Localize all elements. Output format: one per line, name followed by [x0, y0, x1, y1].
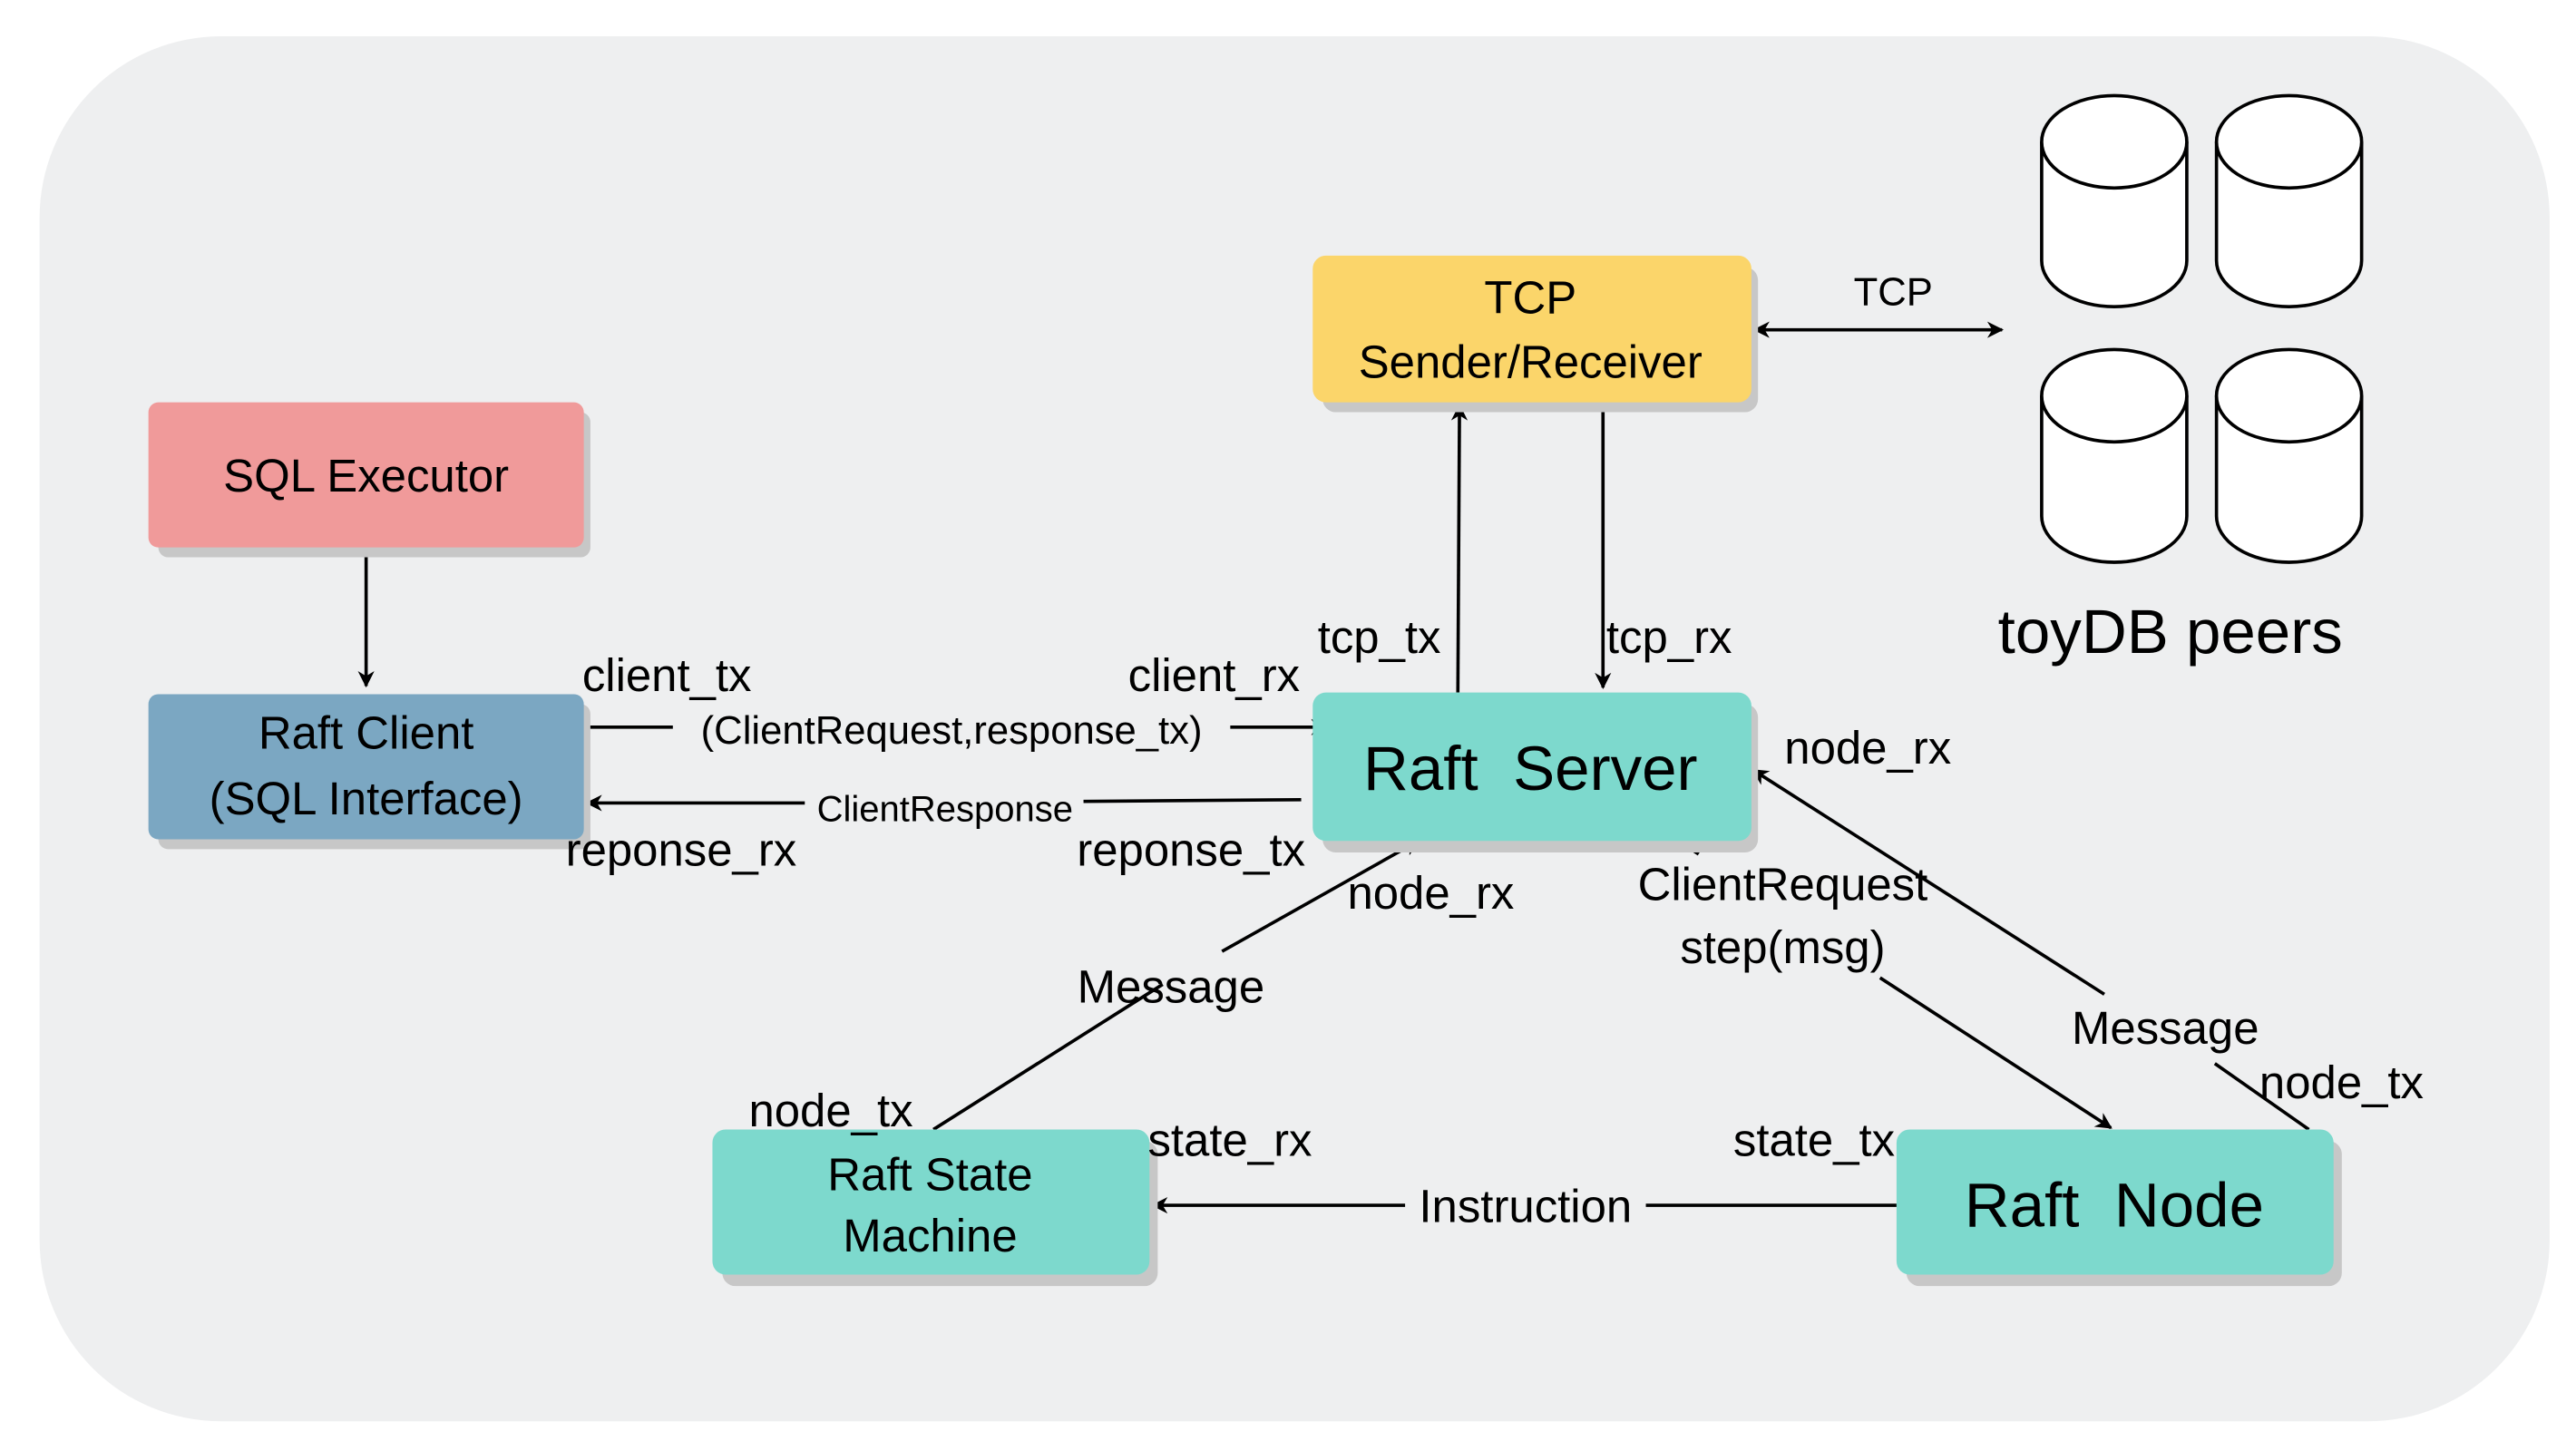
tcp-label-line-1: TCP — [1484, 271, 1576, 323]
client-request-label: (ClientRequest,response_tx) — [701, 709, 1203, 753]
tcp-link-label: TCP — [1854, 270, 1933, 314]
reponse-tx-label: reponse_tx — [1077, 824, 1305, 876]
client-tx-label: client_tx — [582, 649, 752, 701]
client-request-step-label-line-2: step(msg) — [1680, 921, 1885, 973]
raft-node-tx-label: node_tx — [2259, 1057, 2424, 1108]
raft-server-label: Raft Server — [1363, 733, 1698, 803]
server-node-rx-right-label: node_rx — [1784, 722, 1951, 774]
state-node-tx-label: node_tx — [748, 1085, 912, 1136]
tcp-tx-arrow — [1450, 404, 1469, 693]
instruction-label: Instruction — [1419, 1180, 1632, 1232]
database-cylinder-icon — [2040, 93, 2189, 308]
state-rx-label: state_rx — [1147, 1115, 1312, 1166]
raft-client-label-line-2: (SQL Interface) — [210, 773, 523, 824]
raft-state-machine-box: Raft State Machine — [712, 1129, 1158, 1287]
tcp-rx-label: tcp_rx — [1606, 611, 1732, 663]
node-message-arrow-line-2 — [1751, 768, 2105, 996]
database-cylinder-icon — [2214, 347, 2364, 564]
client-response-arrow-line-2 — [1083, 798, 1302, 803]
state-message-arrow-line-1 — [932, 982, 1164, 1131]
raft-client-box: Raft Client (SQL Interface) — [148, 694, 590, 850]
message-right-label: Message — [2072, 1002, 2259, 1054]
raft-state-machine-label-line-1: Raft State — [827, 1149, 1032, 1201]
raft-server-box: Raft Server — [1312, 692, 1759, 852]
toydb-peers-group — [2040, 93, 2364, 564]
sql-executor-label: SQL Executor — [223, 450, 509, 502]
client-rx-label: client_rx — [1128, 649, 1301, 701]
node-message-arrow-line-1 — [2213, 1062, 2310, 1131]
tcp-tx-label: tcp_tx — [1318, 611, 1441, 663]
raft-state-machine-label-line-2: Machine — [843, 1210, 1017, 1261]
raft-node-label: Raft Node — [1965, 1170, 2264, 1241]
raft-client-label-line-1: Raft Client — [259, 706, 474, 758]
tcp-box: TCP Sender/Receiver — [1312, 255, 1759, 413]
raft-node-box: Raft Node — [1896, 1129, 2342, 1287]
tcp-label-line-2: Sender/Receiver — [1359, 336, 1703, 387]
message-left-label: Message — [1078, 960, 1265, 1012]
state-tx-label: state_tx — [1733, 1115, 1895, 1166]
database-cylinder-icon — [2040, 347, 2189, 564]
client-response-label: ClientResponse — [817, 789, 1073, 829]
reponse-rx-label: reponse_rx — [566, 824, 797, 876]
client-request-step-label-line-1: ClientRequest — [1638, 859, 1928, 911]
step-arrow-line-2 — [1878, 976, 2113, 1130]
server-node-rx-bottom-label: node_rx — [1347, 867, 1514, 919]
state-message-arrow-line-2 — [1221, 839, 1420, 953]
sql-executor-box: SQL Executor — [148, 402, 590, 558]
toydb-peers-label: toyDB peers — [1998, 596, 2343, 667]
database-cylinder-icon — [2214, 93, 2364, 308]
